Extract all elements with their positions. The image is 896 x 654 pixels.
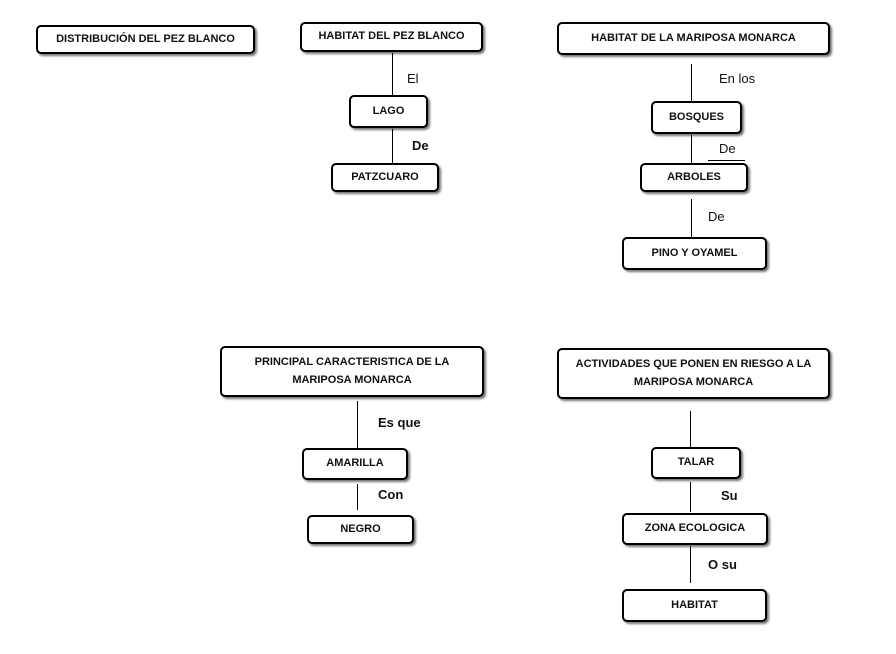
mariposa-riesgo-node-3: HABITAT — [671, 598, 718, 611]
mariposa-habitat-link-1: En los — [719, 71, 756, 86]
pez-habitat-node-2-box: PATZCUARO — [331, 163, 439, 192]
mariposa-riesgo-connector-3 — [690, 546, 691, 583]
mariposa-habitat-connector-3 — [691, 199, 692, 237]
mariposa-caracteristica-title-box: PRINCIPAL CARACTERISTICA DE LA MARIPOSA … — [220, 346, 484, 397]
mariposa-habitat-link-3: De — [708, 209, 725, 224]
pez-habitat-node-1-box: LAGO — [349, 95, 428, 128]
mariposa-riesgo-node-1-box: TALAR — [651, 447, 741, 479]
mariposa-habitat-connector-2 — [691, 135, 692, 163]
mariposa-riesgo-link-2: O su — [708, 557, 737, 572]
mariposa-riesgo-node-1: TALAR — [677, 456, 715, 469]
mariposa-habitat-connector-1 — [691, 64, 692, 101]
mariposa-habitat-node-2: ARBOLES — [667, 170, 721, 183]
mariposa-riesgo-node-2-box: ZONA ECOLOGICA — [622, 513, 768, 545]
mariposa-caracteristica-node-2-box: NEGRO — [307, 515, 414, 544]
pez-habitat-connector-2 — [392, 129, 393, 164]
pez-habitat-title: HABITAT DEL PEZ BLANCO — [318, 30, 465, 43]
mariposa-riesgo-link-1: Su — [721, 488, 738, 503]
pez-distribucion-title-box: DISTRIBUCIÓN DEL PEZ BLANCO — [36, 25, 255, 54]
mariposa-riesgo-connector-2 — [690, 482, 691, 512]
mariposa-caracteristica-node-2: NEGRO — [340, 522, 381, 535]
pez-distribucion-title: DISTRIBUCIÓN DEL PEZ BLANCO — [56, 32, 235, 45]
mariposa-riesgo-node-2: ZONA ECOLOGICA — [644, 522, 746, 535]
mariposa-habitat-link-2-underline — [708, 160, 745, 161]
mariposa-habitat-title-box: HABITAT DE LA MARIPOSA MONARCA — [557, 22, 830, 55]
mariposa-caracteristica-link-1: Es que — [378, 415, 421, 430]
mariposa-habitat-node-1: BOSQUES — [668, 110, 724, 123]
mariposa-habitat-title: HABITAT DE LA MARIPOSA MONARCA — [591, 31, 796, 44]
mariposa-caracteristica-node-1: AMARILLA — [326, 457, 384, 470]
mariposa-caracteristica-link-2: Con — [378, 487, 404, 502]
mariposa-riesgo-connector-1 — [690, 411, 691, 447]
mariposa-habitat-node-1-box: BOSQUES — [651, 101, 742, 134]
mariposa-riesgo-title-box: ACTIVIDADES QUE PONEN EN RIESGO A LA MAR… — [557, 348, 830, 399]
mariposa-habitat-node-3: PINO Y OYAMEL — [651, 246, 738, 259]
mariposa-caracteristica-connector-2 — [357, 484, 358, 510]
mariposa-habitat-link-2: De — [719, 141, 736, 156]
mariposa-riesgo-title: ACTIVIDADES QUE PONEN EN RIESGO A LA MAR… — [575, 357, 812, 388]
mariposa-caracteristica-node-1-box: AMARILLA — [302, 448, 408, 480]
pez-habitat-node-2: PATZCUARO — [351, 170, 419, 183]
mariposa-caracteristica-connector-1 — [357, 401, 358, 448]
mariposa-habitat-node-3-box: PINO Y OYAMEL — [622, 237, 767, 270]
pez-habitat-connector-1 — [392, 53, 393, 96]
pez-habitat-title-box: HABITAT DEL PEZ BLANCO — [300, 22, 483, 52]
pez-habitat-link-1: El — [407, 71, 419, 86]
mariposa-riesgo-node-3-box: HABITAT — [622, 589, 767, 622]
pez-habitat-node-1: LAGO — [372, 104, 405, 117]
mariposa-habitat-node-2-box: ARBOLES — [640, 163, 748, 192]
mariposa-caracteristica-title: PRINCIPAL CARACTERISTICA DE LA MARIPOSA … — [254, 355, 450, 386]
pez-habitat-link-2: De — [412, 138, 429, 153]
